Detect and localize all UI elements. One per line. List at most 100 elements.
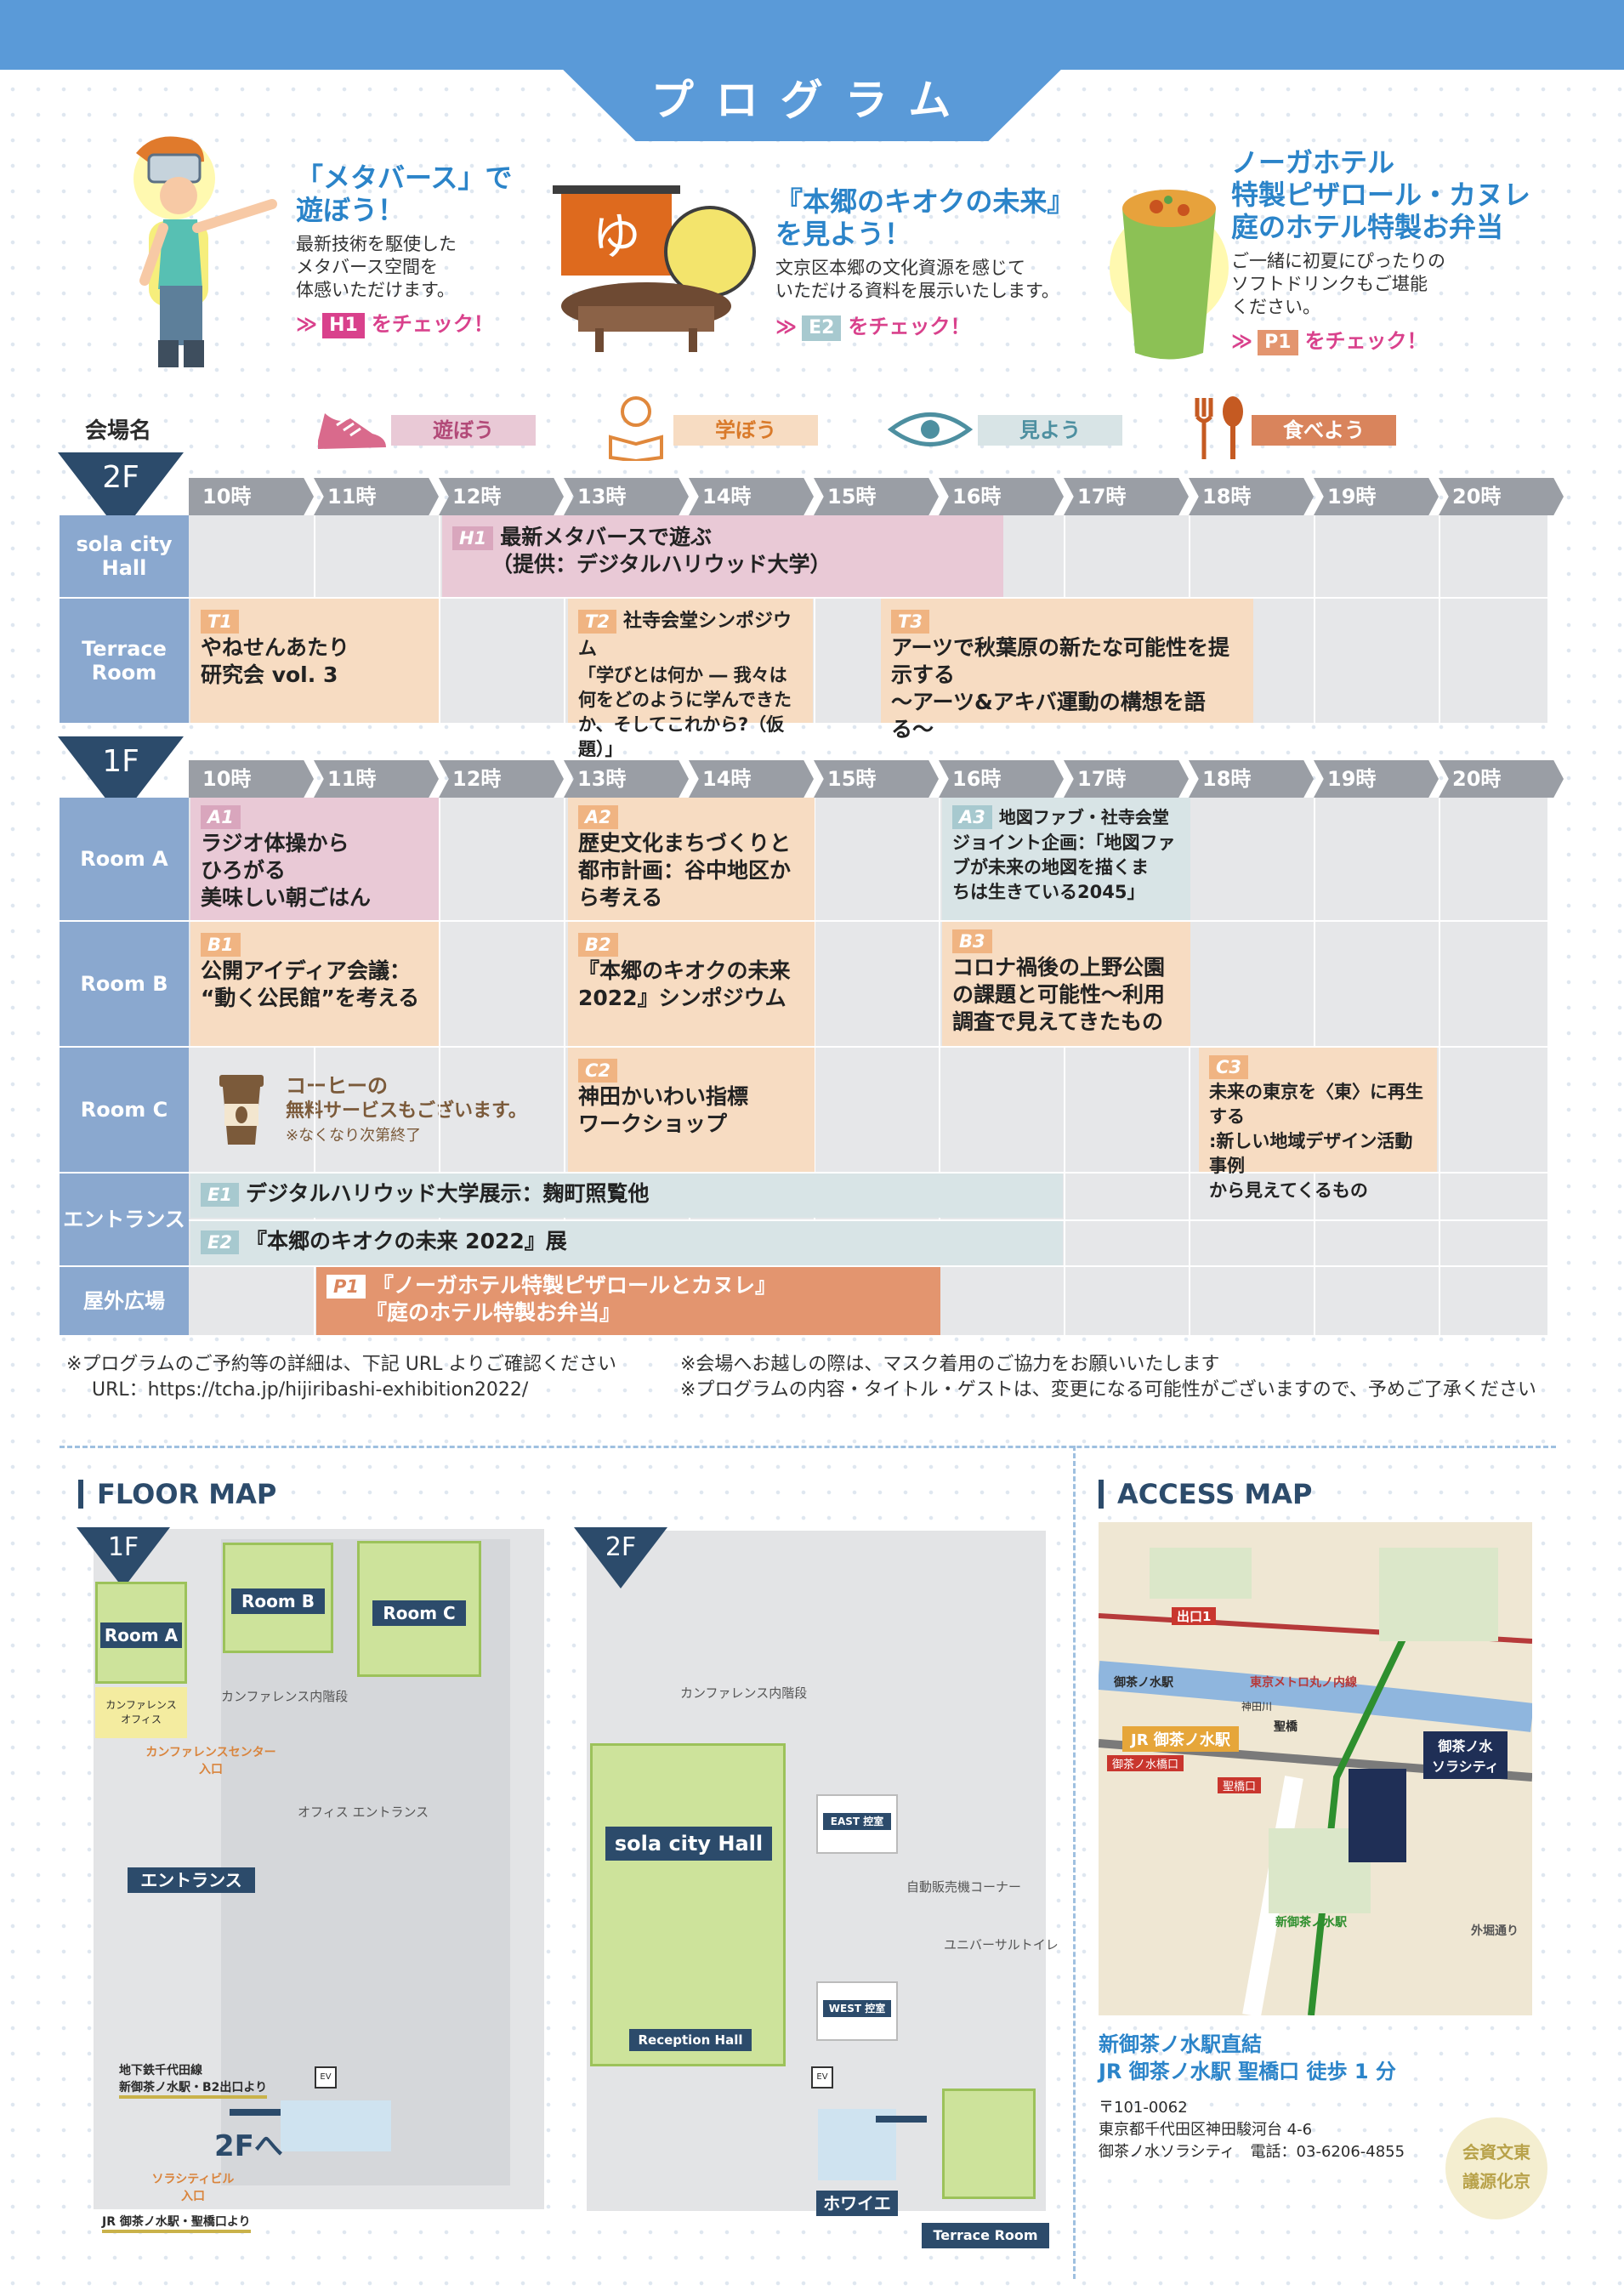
double-chevron-icon: ≫ bbox=[296, 312, 318, 336]
row-divider bbox=[60, 1046, 1547, 1048]
map-solacity-entry: ソラシティビル 入口 bbox=[151, 2173, 235, 2203]
event-t2-line-1: 「学びとは何か ― 我々は bbox=[578, 665, 787, 685]
event-a2[interactable]: A2 歴史文化まちづくりと 都市計画：谷中地区か ら考える bbox=[568, 798, 815, 920]
event-e2-line-1: 『本郷のキオクの未来 2022』展 bbox=[245, 1229, 567, 1253]
feature-3-body-2: ソフトドリンクもご堪能 bbox=[1231, 274, 1428, 294]
room-c-header: Room C bbox=[60, 1048, 189, 1172]
access-line-1: 新御茶ノ水駅直結 bbox=[1099, 2032, 1262, 2056]
floor-2f-label: 2F bbox=[102, 460, 139, 495]
event-t1-line-1: やねせんあたり bbox=[201, 635, 350, 660]
legend-learn: 学ぼう bbox=[673, 415, 818, 446]
event-t2-line-2: 何をどのように学んできた bbox=[578, 690, 792, 710]
event-b1-line-2: “動く公民館”を考える bbox=[201, 986, 420, 1010]
event-b3[interactable]: B3 コロナ禍後の上野公園 の課題と可能性〜利用 調査で見えてきたもの bbox=[942, 922, 1190, 1046]
hour-14: 14時 bbox=[689, 478, 814, 515]
map-ev-1f: EV bbox=[315, 2066, 337, 2089]
access-ochanomizu-ekimae: 御茶ノ水駅 bbox=[1114, 1676, 1173, 1690]
arrow-right-icon bbox=[230, 2109, 281, 2116]
event-a3-line-3: ちは生きている2045」 bbox=[952, 882, 1145, 902]
event-h1-line-1: 最新メタバースで遊ぶ bbox=[500, 525, 712, 549]
event-e1-code: E1 bbox=[201, 1183, 239, 1207]
event-t2-sub: 社寺会堂シンポジウム bbox=[578, 611, 792, 660]
event-e2-code: E2 bbox=[201, 1230, 239, 1254]
noren-basket-illustration: ゆ bbox=[553, 185, 756, 352]
note-left-url: URL：https://tcha.jp/hijiribashi-exhibiti… bbox=[92, 1379, 529, 1401]
map-reception-label: Reception Hall bbox=[629, 2029, 752, 2051]
legend-play: 遊ぼう bbox=[391, 415, 536, 446]
hour-16: 16時 bbox=[939, 760, 1064, 798]
header-band bbox=[0, 0, 1624, 70]
feature-1-body-3: 体感いただけます。 bbox=[296, 280, 455, 300]
map-conf-office: カンファレンス オフィス bbox=[95, 1687, 187, 1738]
event-c3[interactable]: C3 未来の東京を〈東〉に再生する :新しい地域デザイン活動事例 から見えてくる… bbox=[1199, 1048, 1437, 1201]
event-a2-line-3: ら考える bbox=[578, 885, 663, 910]
event-b1[interactable]: B1 公開アイディア会議： “動く公民館”を考える bbox=[190, 922, 439, 1046]
event-t1[interactable]: T1 やねせんあたり 研究会 vol. 3 bbox=[190, 599, 439, 723]
event-a1-line-3: 美味しい朝ごはん bbox=[201, 885, 372, 910]
pizza-roll-illustration bbox=[1110, 190, 1229, 360]
map-sola-hall-label: sola city Hall bbox=[605, 1827, 772, 1861]
room-hall-header: sola city Hall bbox=[60, 515, 189, 597]
hour-12: 12時 bbox=[439, 478, 564, 515]
room-b-header: Room B bbox=[60, 922, 189, 1046]
hour-gridline bbox=[814, 515, 815, 723]
coffee-service: コーヒーの 無料サービスもございます。 ※なくなり次第終了 bbox=[286, 1073, 566, 1148]
event-c2-line-2: ワークショップ bbox=[578, 1111, 728, 1136]
room-terrace-name-1: Terrace bbox=[82, 637, 167, 661]
room-a-header: Room A bbox=[60, 798, 189, 920]
event-t3[interactable]: T3 アーツで秋葉原の新たな可能性を提示する 〜アーツ&アキバ運動の構想を語る〜 bbox=[881, 599, 1253, 742]
access-building-icon bbox=[1349, 1769, 1406, 1862]
event-a2-line-2: 都市計画：谷中地区か bbox=[578, 858, 792, 883]
event-a3-sub: 地図ファブ・社寺会堂 bbox=[998, 807, 1169, 827]
svg-text:ゆ: ゆ bbox=[592, 207, 641, 265]
coffee-line-1: コーヒーの bbox=[286, 1074, 388, 1098]
access-metro-label: 東京メトロ丸ノ内線 bbox=[1250, 1676, 1357, 1690]
event-a1-code: A1 bbox=[201, 805, 241, 829]
legend-eat: 食べよう bbox=[1252, 415, 1396, 446]
access-address-3: 御茶ノ水ソラシティ 電話：03-6206-4855 bbox=[1099, 2143, 1405, 2161]
access-directions: 新御茶ノ水駅直結 JR 御茶ノ水駅 聖橋口 徒歩 1 分 〒101-0062 東… bbox=[1099, 2031, 1541, 2163]
hour-gridline bbox=[1189, 798, 1190, 1335]
event-a3-line-2: ブが未来の地図を描くま bbox=[952, 857, 1149, 878]
feature-2-check-code: E2 bbox=[802, 315, 842, 341]
event-a1[interactable]: A1 ラジオ体操から ひろがる 美味しい朝ごはん bbox=[190, 798, 439, 920]
hour-18: 18時 bbox=[1189, 478, 1314, 515]
event-e2[interactable]: E2『本郷のキオクの未来 2022』展 bbox=[190, 1221, 1063, 1265]
hour-15: 15時 bbox=[814, 760, 939, 798]
feature-2-body-1: 文京区本郷の文化資源を感じて bbox=[775, 258, 1025, 278]
event-b2-code: B2 bbox=[578, 933, 618, 957]
event-b3-line-3: 調査で見えてきたもの bbox=[952, 1009, 1164, 1034]
sneaker-icon bbox=[318, 413, 386, 449]
notes-left: ※プログラムのご予約等の詳細は、下記 URL よりご確認ください URL：htt… bbox=[66, 1352, 662, 1403]
feature-2-title-2: を見よう！ bbox=[775, 218, 912, 250]
map-sola-hall bbox=[590, 1743, 786, 2066]
feature-1-check-code: H1 bbox=[322, 313, 365, 338]
hour-10: 10時 bbox=[189, 760, 314, 798]
event-p1-line-1: 『ノーガホテル特製ピザロールとカヌレ』 bbox=[372, 1273, 777, 1298]
coffee-cup-icon bbox=[219, 1075, 264, 1145]
event-p1[interactable]: P1『ノーガホテル特製ピザロールとカヌレ』 『庭のホテル特製お弁当』 bbox=[316, 1267, 940, 1335]
row-divider bbox=[60, 1172, 1547, 1174]
access-sotobori-label: 外堀通り bbox=[1471, 1924, 1519, 1938]
floor-map-title: FLOOR MAP bbox=[78, 1480, 276, 1509]
access-shin-label: 新御茶ノ水駅 bbox=[1275, 1916, 1347, 1929]
event-b2[interactable]: B2 『本郷のキオクの未来 2022』シンポジウム bbox=[568, 922, 815, 1046]
event-c2[interactable]: C2 神田かいわい指標 ワークショップ bbox=[568, 1048, 815, 1172]
event-e1-line-1: デジタルハリウッド大学展示：麹町照覧他 bbox=[245, 1181, 650, 1206]
room-hall-name-2: Hall bbox=[101, 556, 147, 580]
section-divider bbox=[60, 1446, 1556, 1448]
hour-gridline bbox=[564, 798, 565, 1335]
event-a3-code: A3 bbox=[952, 805, 992, 829]
access-ochanomizubashi: 御茶ノ水橋口 bbox=[1107, 1755, 1184, 1771]
hour-gridline bbox=[1314, 515, 1315, 723]
event-t2-code: T2 bbox=[578, 610, 616, 634]
access-jr-station: JR 御茶ノ水駅 bbox=[1122, 1726, 1239, 1752]
map-east-label: EAST 控室 bbox=[823, 1813, 891, 1830]
map-conf-lobby-2f: カンファレンス内階段 bbox=[680, 1684, 807, 1702]
hour-19: 19時 bbox=[1314, 760, 1439, 798]
